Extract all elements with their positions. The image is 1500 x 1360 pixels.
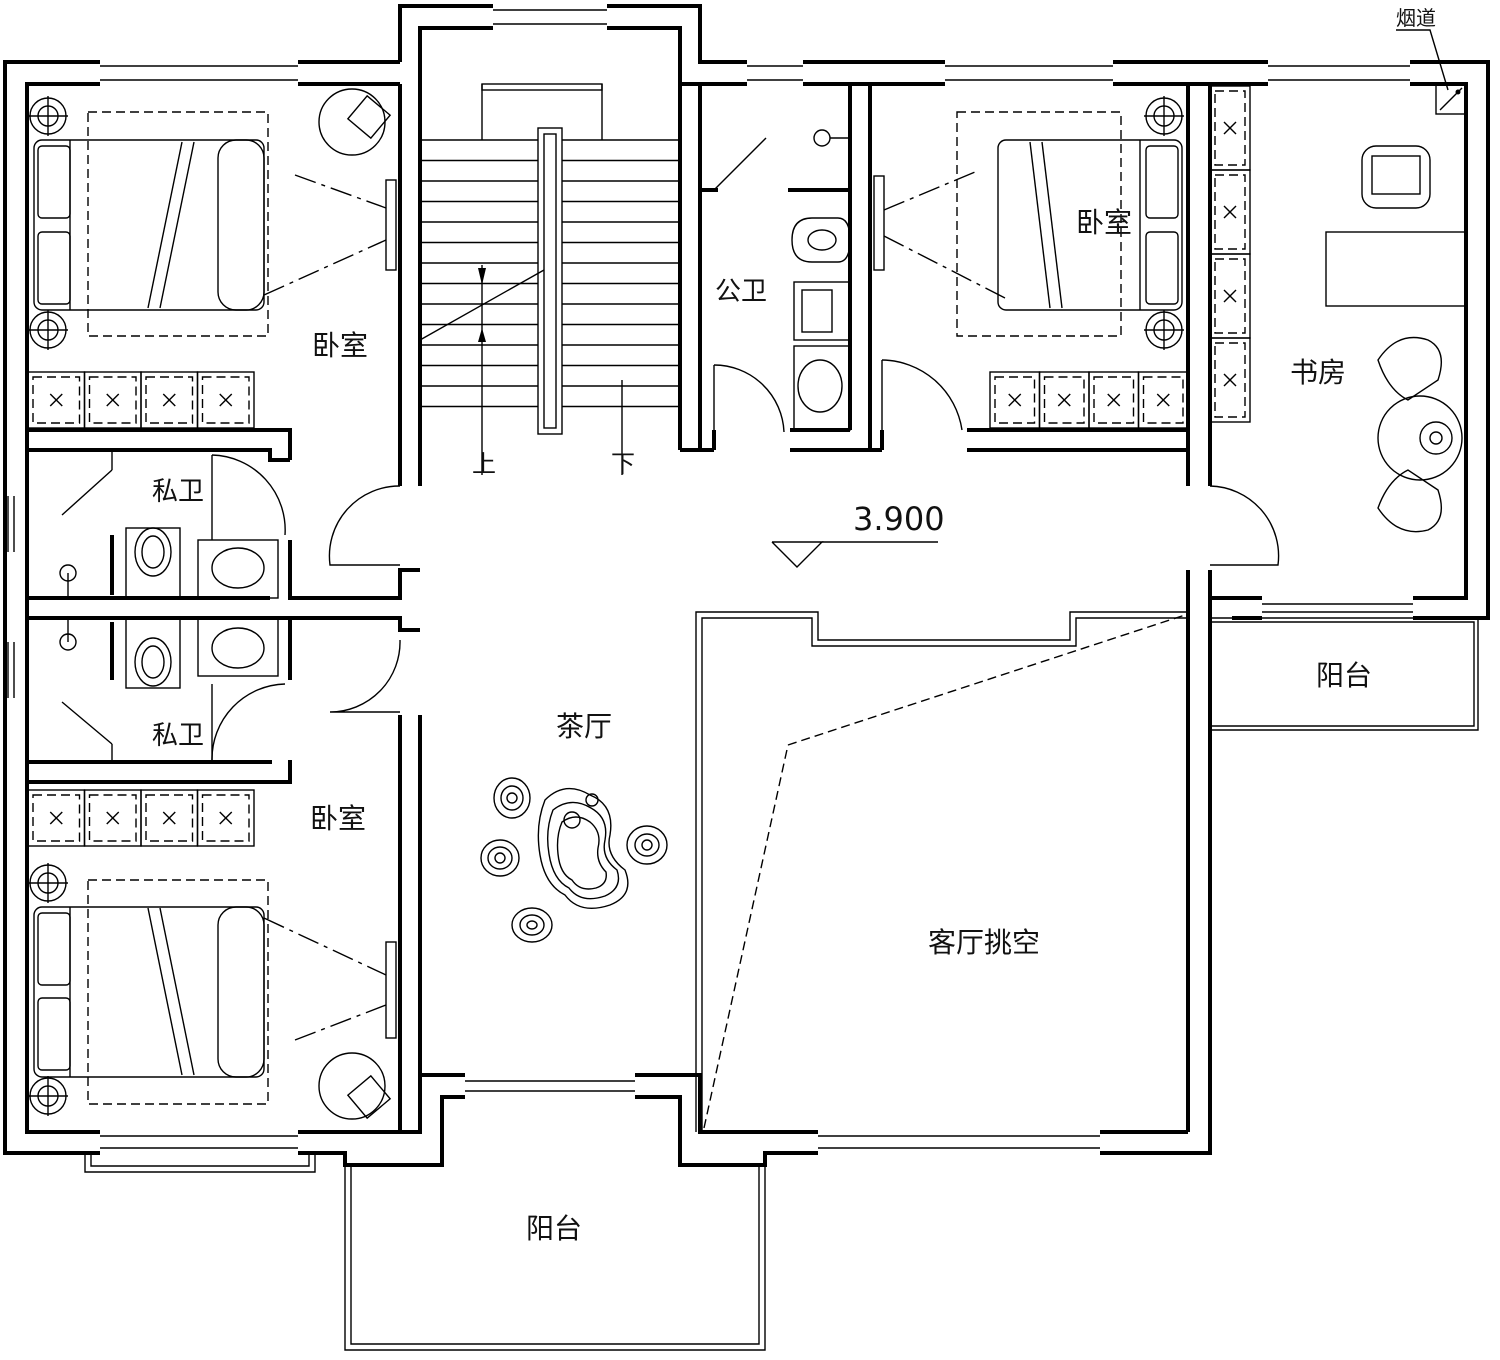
wardrobe-unit-inner: [994, 376, 1036, 424]
label-flue: 烟道: [1396, 6, 1436, 30]
wardrobe-cross: [219, 393, 233, 407]
wardrobe-unit: [196, 371, 255, 429]
label-balcony-east: 阳台: [1316, 659, 1372, 692]
wardrobe-unit-inner: [145, 794, 194, 842]
label-bath-public: 公卫: [715, 277, 767, 307]
wardrobe-cross: [1057, 393, 1071, 407]
label-tea-hall: 茶厅: [556, 710, 612, 743]
wardrobe-cross: [1223, 289, 1237, 303]
wardrobe-unit-inner: [1093, 376, 1135, 424]
wardrobe-cross: [106, 811, 120, 825]
wardrobe-cross: [1107, 393, 1121, 407]
wardrobe-unit-inner: [145, 376, 194, 424]
private-bath-fixtures: [59, 527, 279, 689]
wardrobe-cross: [1008, 393, 1022, 407]
wardrobe-unit-inner: [1214, 342, 1246, 418]
label-bath-private-lower: 私卫: [152, 721, 204, 751]
wardrobe-unit-inner: [201, 794, 250, 842]
wardrobe-unit-inner: [88, 376, 137, 424]
furniture-bedroom-ne: [873, 96, 1189, 429]
wardrobe-unit-inner: [32, 794, 81, 842]
wardrobe-cross: [49, 393, 63, 407]
public-bath-fixtures: [791, 129, 851, 431]
balconies: [84, 617, 1479, 1351]
living-void-diagonals: [703, 614, 1186, 1129]
wardrobe-cross: [162, 393, 176, 407]
tea-hall-rockery: [480, 777, 668, 943]
label-stair-down: 下: [611, 450, 635, 478]
wardrobe-unit: [1209, 337, 1251, 423]
wardrobe-unit-inner: [1214, 90, 1246, 166]
wardrobe-unit-inner: [1142, 376, 1184, 424]
wardrobe-cross: [1223, 373, 1237, 387]
labels: 卧室 私卫 私卫 卧室 公卫 卧室 书房 茶厅 客厅挑空 阳台 阳台 上 下 3…: [152, 6, 1436, 1245]
furniture-bedroom-sw: [27, 789, 397, 1120]
furniture-bedroom-nw: [27, 88, 397, 429]
wardrobe-unit-inner: [32, 376, 81, 424]
wardrobe-cross: [1223, 205, 1237, 219]
label-bedroom-ne: 卧室: [1076, 206, 1132, 239]
study-furniture: [1209, 29, 1467, 533]
label-elevation: 3.900: [853, 500, 945, 538]
wardrobe-cross: [106, 393, 120, 407]
wardrobe-unit-inner: [1214, 174, 1246, 250]
exterior-walls: [3, 4, 1490, 1167]
wardrobe-unit: [196, 789, 255, 847]
wardrobe-unit-inner: [201, 376, 250, 424]
label-stair-up: 上: [472, 450, 496, 478]
stair: [419, 83, 680, 475]
label-bedroom-sw: 卧室: [310, 802, 366, 835]
doors: [61, 137, 1280, 761]
wardrobe-cross: [1156, 393, 1170, 407]
wardrobe-cross: [219, 811, 233, 825]
label-bedroom-nw: 卧室: [312, 329, 368, 362]
elevation-mark: [771, 541, 938, 568]
wardrobe-unit-inner: [1043, 376, 1085, 424]
label-living-void: 客厅挑空: [928, 926, 1040, 959]
wardrobe-cross: [162, 811, 176, 825]
wardrobe-cross: [49, 811, 63, 825]
label-study: 书房: [1290, 356, 1346, 389]
interior-walls: [7, 84, 1212, 1132]
wardrobe-unit-inner: [88, 794, 137, 842]
wardrobe-unit-inner: [1214, 258, 1246, 334]
wardrobe-unit: [1137, 371, 1189, 429]
wardrobe-cross: [1223, 121, 1237, 135]
label-bath-private-upper: 私卫: [152, 477, 204, 507]
label-balcony-south: 阳台: [526, 1212, 582, 1245]
